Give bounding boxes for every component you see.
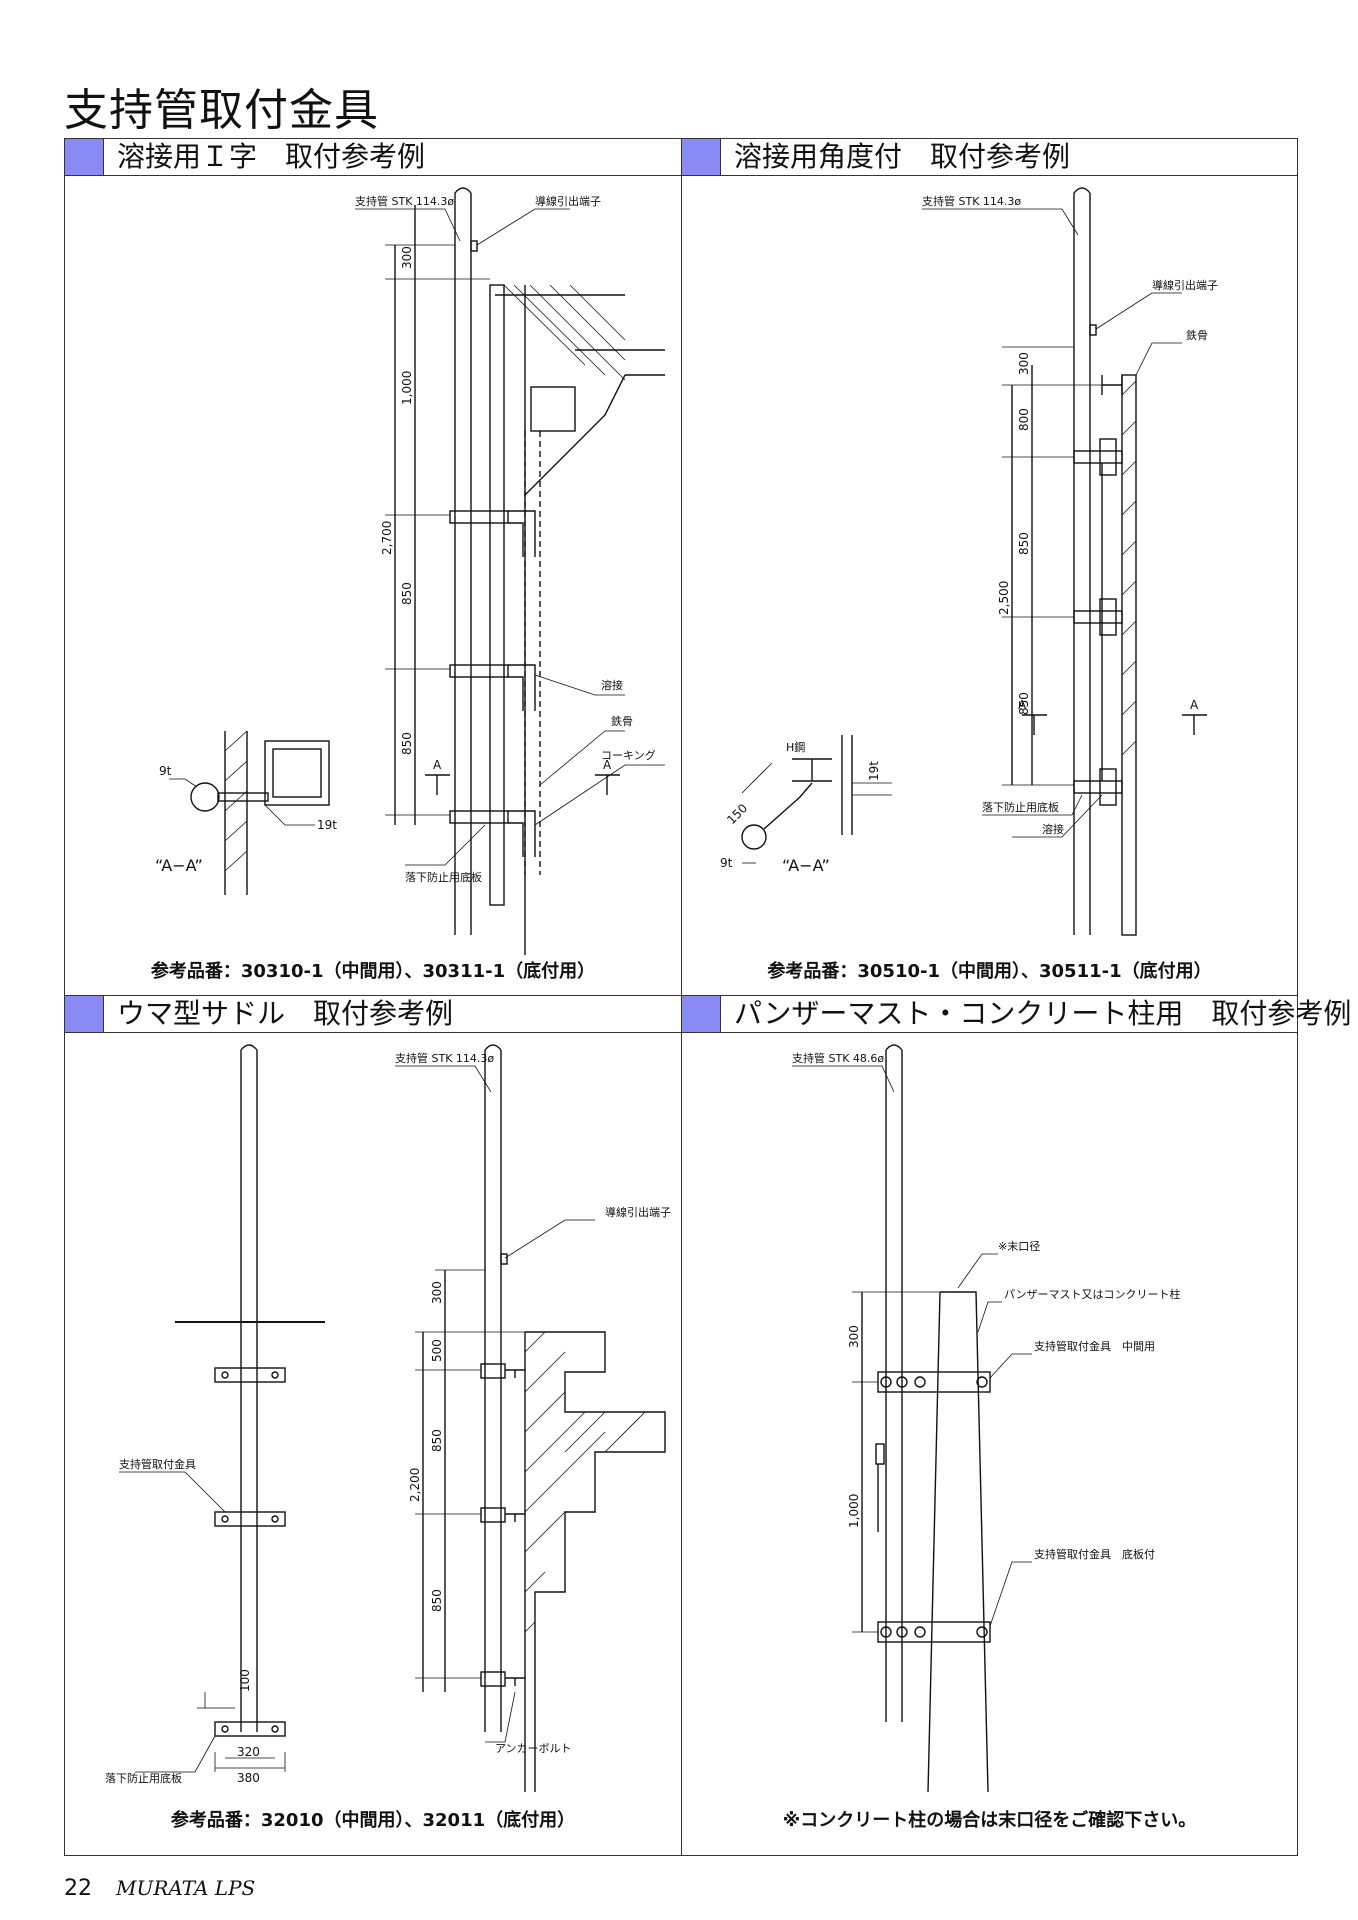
header-marker-icon bbox=[65, 139, 104, 175]
drawing-concrete-pole: 支持管 STK 48.6ø ※末口径 パンザーマスト又はコンクリート柱 支持管取… bbox=[792, 1044, 1181, 1793]
label-caulk: コーキング bbox=[601, 748, 656, 762]
label-pipe: 支持管 STK 114.3ø bbox=[395, 1051, 494, 1065]
label-frame: 鉄骨 bbox=[1186, 328, 1208, 342]
header-marker-icon bbox=[65, 996, 104, 1032]
panel-header: パンザーマスト・コンクリート柱用 取付参考例 bbox=[682, 996, 1351, 1033]
panel-concrete-pole: パンザーマスト・コンクリート柱用 取付参考例 bbox=[682, 996, 1351, 1855]
dim-800: 800 bbox=[1017, 408, 1031, 431]
dim-380: 380 bbox=[237, 1771, 260, 1785]
label-bottom-plate: 落下防止用底板 bbox=[105, 1771, 182, 1785]
dim-300: 300 bbox=[400, 246, 414, 269]
panel-saddle: ウマ型サドル 取付参考例 bbox=[65, 996, 681, 1855]
drawing-welded-i: 支持管 STK 114.3ø 導線引出端子 溶接 鉄骨 コーキング 落下防止用底… bbox=[155, 187, 665, 955]
label-mid-fitting: 支持管取付金具 中間用 bbox=[1034, 1339, 1155, 1353]
panel-header: 溶接用Ｉ字 取付参考例 bbox=[65, 139, 681, 176]
dim-850-b: 850 bbox=[430, 1589, 444, 1612]
label-anchor: アンカーボルト bbox=[495, 1742, 572, 1755]
label-h-steel: H鋼 bbox=[786, 740, 805, 754]
grid-divider-horizontal bbox=[65, 995, 1297, 996]
dim-300: 300 bbox=[1017, 352, 1031, 375]
panel-header: ウマ型サドル 取付参考例 bbox=[65, 996, 681, 1033]
dim-300: 300 bbox=[847, 1325, 861, 1348]
label-19t: 19t bbox=[867, 761, 881, 781]
label-19t: 19t bbox=[317, 818, 337, 832]
label-a-right: A bbox=[603, 758, 612, 772]
label-terminal: 導線引出端子 bbox=[1152, 278, 1218, 292]
label-section: “A−A” bbox=[782, 856, 830, 875]
label-terminal: 導線引出端子 bbox=[605, 1205, 671, 1219]
label-section: “A−A” bbox=[155, 856, 203, 875]
panel-caption: 参考品番：32010（中間用）、32011（底付用） bbox=[170, 1810, 576, 1831]
panel-welded-angle: 溶接用角度付 取付参考例 bbox=[682, 139, 1297, 995]
brand-name: MURATA LPS bbox=[116, 1876, 256, 1900]
label-pipe: 支持管 STK 114.3ø bbox=[922, 194, 1021, 208]
label-terminal: 導線引出端子 bbox=[535, 194, 601, 208]
dim-300: 300 bbox=[430, 1281, 444, 1304]
page-title: 支持管取付金具 bbox=[64, 85, 379, 136]
dim-850-b: 850 bbox=[400, 732, 414, 755]
panel-caption: ※コンクリート柱の場合は末口径をご確認下さい。 bbox=[782, 1810, 1197, 1831]
label-pipe: 支持管 STK 48.6ø bbox=[792, 1051, 884, 1065]
label-frame: 鉄骨 bbox=[611, 714, 633, 728]
label-top-diameter: ※末口径 bbox=[998, 1239, 1040, 1253]
panel-title: パンザーマスト・コンクリート柱用 取付参考例 bbox=[734, 997, 1352, 1030]
page-footer: 22 MURATA LPS bbox=[64, 1876, 255, 1901]
figure-grid: 溶接用Ｉ字 取付参考例 bbox=[64, 138, 1351, 1856]
page-number: 22 bbox=[64, 1876, 92, 1901]
dim-2200: 2,200 bbox=[408, 1468, 422, 1502]
label-a-left: A bbox=[1018, 698, 1027, 712]
label-pipe: 支持管 STK 114.3ø bbox=[355, 194, 454, 208]
dim-320: 320 bbox=[237, 1745, 260, 1759]
panel-header: 溶接用角度付 取付参考例 bbox=[682, 139, 1297, 176]
panel-title: 溶接用Ｉ字 取付参考例 bbox=[117, 140, 426, 173]
drawing-saddle: 支持管 STK 114.3ø 導線引出端子 支持管取付金具 落下防止用底板 アン… bbox=[105, 1044, 671, 1792]
dim-100: 100 bbox=[238, 1669, 252, 1692]
dim-2500: 2,500 bbox=[997, 581, 1011, 615]
dim-150: 150 bbox=[724, 801, 750, 827]
panel-caption: 参考品番：30310-1（中間用）、30311-1（底付用） bbox=[150, 961, 596, 982]
panel-title: 溶接用角度付 取付参考例 bbox=[734, 140, 1071, 173]
label-9t: 9t bbox=[159, 764, 172, 778]
grid-divider-vertical bbox=[681, 139, 682, 1855]
label-9t: 9t bbox=[720, 856, 733, 870]
dim-850-a: 850 bbox=[400, 582, 414, 605]
panel-welded-i: 溶接用Ｉ字 取付参考例 bbox=[65, 139, 681, 995]
label-base-fitting: 支持管取付金具 底板付 bbox=[1034, 1547, 1155, 1561]
dim-2700: 2,700 bbox=[380, 521, 394, 555]
dim-1000: 1,000 bbox=[847, 1494, 861, 1528]
label-bottom-plate: 落下防止用底板 bbox=[405, 870, 482, 884]
label-a-left: A bbox=[433, 758, 442, 772]
dim-500: 500 bbox=[430, 1339, 444, 1362]
label-pole: パンザーマスト又はコンクリート柱 bbox=[1004, 1287, 1181, 1301]
label-fitting: 支持管取付金具 bbox=[119, 1457, 196, 1471]
header-marker-icon bbox=[682, 139, 721, 175]
dim-850-a: 850 bbox=[430, 1429, 444, 1452]
label-weld: 溶接 bbox=[601, 678, 623, 692]
panel-caption: 参考品番：30510-1（中間用）、30511-1（底付用） bbox=[767, 961, 1212, 982]
dim-850-b: 850 bbox=[1017, 692, 1031, 715]
label-bottom-plate: 落下防止用底板 bbox=[982, 800, 1059, 814]
dim-850-a: 850 bbox=[1017, 532, 1031, 555]
header-marker-icon bbox=[682, 996, 721, 1032]
label-weld: 溶接 bbox=[1042, 822, 1064, 836]
drawing-welded-angle: 支持管 STK 114.3ø 導線引出端子 鉄骨 落下防止用底板 溶接 H鋼 “… bbox=[720, 187, 1218, 936]
panel-title: ウマ型サドル 取付参考例 bbox=[117, 997, 454, 1030]
label-a-right: A bbox=[1190, 698, 1199, 712]
dim-1000: 1,000 bbox=[400, 371, 414, 405]
